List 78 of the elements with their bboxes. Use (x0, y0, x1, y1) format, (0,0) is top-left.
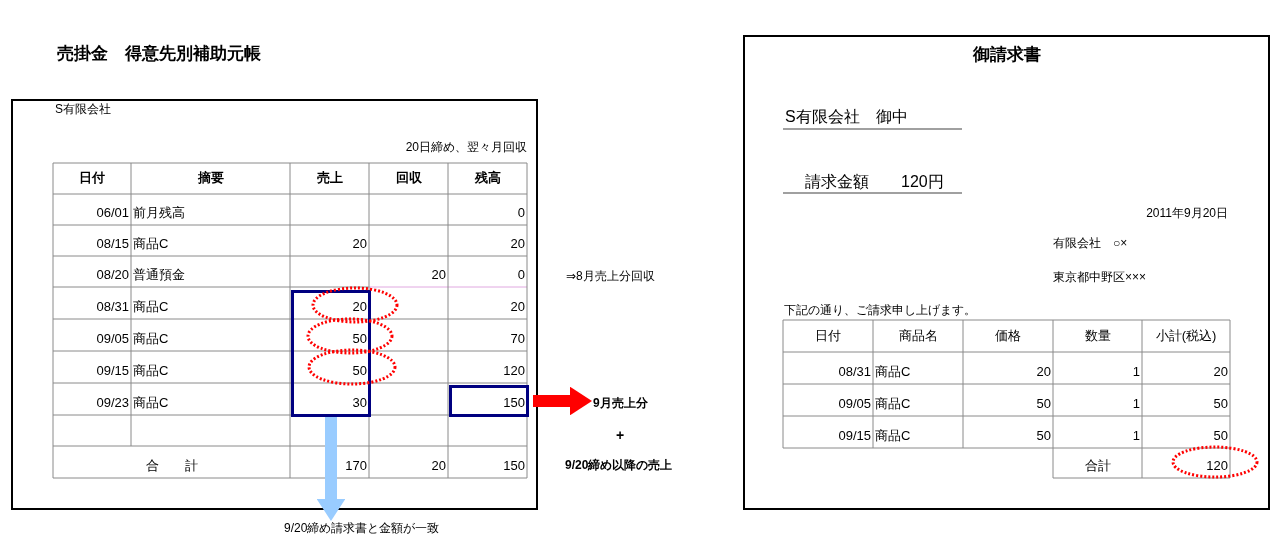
date-text: 09/05 (96, 332, 129, 347)
date-text: 08/31 (96, 300, 129, 315)
highlight-box (449, 385, 529, 417)
amount-text: 50 (1036, 429, 1051, 444)
block-arrow (533, 386, 592, 416)
block-arrow (316, 417, 346, 521)
quantity-text: 1 (1132, 429, 1140, 444)
plus-sign: + (615, 427, 625, 444)
note-text: 下記の通り、ご請求申し上げます。 (784, 304, 976, 318)
column-header: 摘要 (197, 171, 224, 186)
amount-due-text: 請求金額 120円 (805, 173, 944, 192)
invoice-title: 御請求書 (972, 45, 1041, 65)
date-text: 09/05 (838, 397, 871, 412)
description-text: 商品C (133, 237, 169, 252)
amount-text: 0 (517, 268, 525, 283)
item-text: 商品C (875, 365, 911, 380)
amount-text: 50 (1213, 429, 1228, 444)
customer-name: S有限会社 (55, 103, 111, 117)
column-header: 小計(税込) (1155, 328, 1217, 344)
date-text: 08/15 (96, 237, 129, 252)
amount-text: 20 (510, 300, 525, 315)
description-text: 商品C (133, 396, 169, 411)
column-header: 残高 (474, 171, 501, 186)
item-text: 商品C (875, 397, 911, 412)
document-frame (743, 35, 1270, 510)
amount-text: 120 (1206, 459, 1228, 474)
address-text: 東京都中野区××× (1053, 271, 1147, 285)
amount-text: 20 (352, 300, 367, 315)
date-text: 09/23 (96, 396, 129, 411)
amount-text: 170 (345, 459, 367, 474)
description-text: 前月残高 (133, 206, 185, 221)
description-text: 商品C (133, 332, 169, 347)
amount-text: 50 (352, 364, 367, 379)
addressee-text: S有限会社 御中 (785, 108, 908, 127)
ledger-title: 売掛金 得意先別補助元帳 (57, 44, 261, 64)
date-text: 08/20 (96, 268, 129, 283)
item-text: 商品C (875, 429, 911, 444)
total-label: 合 計 (145, 459, 198, 474)
arrow-caption: 9/20締め請求書と金額が一致 (284, 522, 440, 536)
sender-name: 有限会社 ○× (1053, 237, 1128, 251)
amount-text: 150 (503, 396, 525, 411)
terms-note: 20日締め、翌々月回収 (405, 141, 527, 155)
amount-text: 30 (352, 396, 367, 411)
column-header: 価格 (995, 328, 1021, 344)
amount-text: 70 (510, 332, 525, 347)
arrow-caption: 9月売上分 (593, 397, 648, 411)
highlight-box (291, 290, 371, 417)
amount-text: 20 (1036, 365, 1051, 380)
column-header: 日付 (815, 328, 841, 344)
amount-text: 20 (352, 237, 367, 252)
annotation-text: 9/20締め以降の売上 (565, 459, 673, 473)
quantity-text: 1 (1132, 365, 1140, 380)
amount-text: 50 (1036, 397, 1051, 412)
amount-text: 20 (1213, 365, 1228, 380)
date-text: 06/01 (96, 206, 129, 221)
column-header: 商品名 (898, 328, 938, 344)
description-text: 商品C (133, 364, 169, 379)
column-header: 売上 (316, 171, 343, 186)
annotation-text: ⇒8月売上分回収 (566, 270, 655, 284)
date-text: 08/31 (838, 365, 871, 380)
quantity-text: 1 (1132, 397, 1140, 412)
column-header: 回収 (395, 171, 422, 186)
date-text: 09/15 (96, 364, 129, 379)
description-text: 普通預金 (133, 268, 185, 283)
column-header: 数量 (1084, 328, 1111, 344)
amount-text: 50 (1213, 397, 1228, 412)
amount-text: 50 (352, 332, 367, 347)
date-text: 09/15 (838, 429, 871, 444)
date-text: 2011年9月20日 (1146, 207, 1228, 221)
total-label: 合計 (1084, 459, 1111, 474)
amount-text: 20 (431, 459, 446, 474)
amount-text: 20 (431, 268, 446, 283)
amount-text: 20 (510, 237, 525, 252)
amount-text: 150 (503, 459, 525, 474)
column-header: 日付 (79, 171, 105, 186)
amount-text: 0 (517, 206, 525, 221)
amount-text: 120 (503, 364, 525, 379)
description-text: 商品C (133, 300, 169, 315)
